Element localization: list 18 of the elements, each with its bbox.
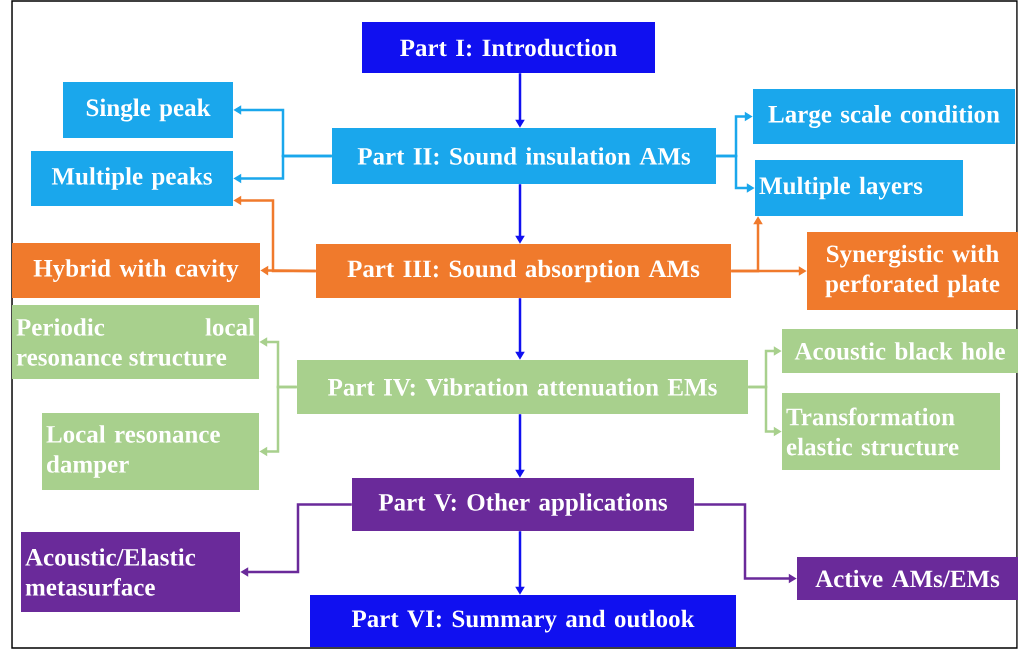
topic-box: Local resonance damper <box>42 413 259 490</box>
part-box: Part IV: Vibration attenuation EMs <box>297 360 748 414</box>
topic-box: Acoustic/Elastic metasurface <box>21 532 240 612</box>
part-box: Part III: Sound absorption AMs <box>316 244 731 298</box>
topic-box: Single peak <box>63 82 233 138</box>
part-box: Part VI: Summary and outlook <box>310 595 736 647</box>
part-box: Part I: Introduction <box>362 22 655 73</box>
part-box: Part II: Sound insulation AMs <box>332 128 716 184</box>
topic-box: Hybrid with cavity <box>12 243 260 298</box>
topic-box: Acoustic black hole <box>782 329 1018 373</box>
topic-box: Transformation elastic structure <box>782 393 1000 470</box>
part-box: Part V: Other applications <box>352 478 694 531</box>
topic-box: Synergistic with perforated plate <box>807 232 1018 310</box>
topic-box: Multiple layers <box>755 160 963 216</box>
topic-box: Periodic local resonance structure <box>12 305 259 379</box>
topic-box: Large scale condition <box>753 89 1015 144</box>
topic-box: Active AMs/EMs <box>797 557 1018 600</box>
topic-box: Multiple peaks <box>31 151 233 206</box>
